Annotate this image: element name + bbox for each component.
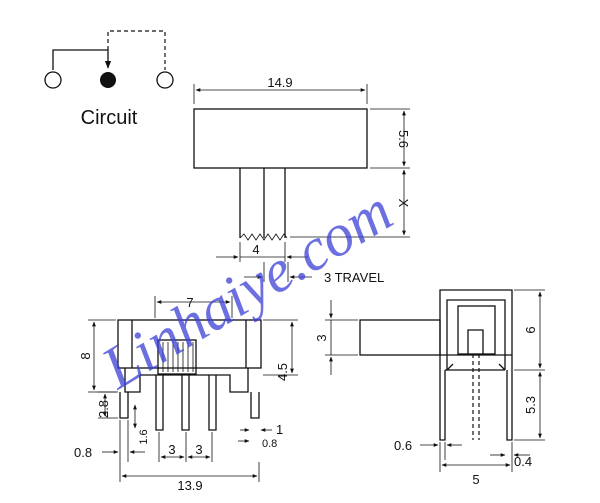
front-body bbox=[117, 319, 262, 369]
circuit-label: Circuit bbox=[81, 107, 138, 129]
dim-front-pitch-a: 3 bbox=[168, 442, 175, 457]
side-view: 3 6 5.3 0.6 5 0.4 bbox=[314, 289, 545, 487]
front-actuator bbox=[157, 339, 197, 375]
circuit-symbol: Circuit bbox=[44, 30, 174, 129]
dim-front-7: 7 bbox=[186, 295, 193, 310]
dim-front-total: 13.9 bbox=[177, 478, 202, 493]
side-center-pin bbox=[472, 354, 480, 440]
dim-side-5-3: 5.3 bbox=[523, 396, 538, 414]
dim-top-width: 14.9 bbox=[267, 75, 292, 90]
circuit-terminal-common bbox=[100, 72, 116, 88]
dim-side-5: 5 bbox=[472, 472, 479, 487]
slider-stem bbox=[239, 168, 286, 238]
front-mount-leg-left bbox=[119, 392, 129, 419]
front-mount-leg-right bbox=[250, 392, 260, 419]
dim-side-0-4: 0.4 bbox=[514, 454, 532, 469]
front-pin-2 bbox=[181, 375, 190, 431]
dim-side-0-6: 0.6 bbox=[394, 438, 412, 453]
dim-front-8: 8 bbox=[78, 352, 93, 359]
side-inner-window bbox=[457, 305, 496, 355]
dim-stem-x: X bbox=[396, 199, 411, 208]
front-pin-3 bbox=[208, 375, 217, 431]
dim-stem-width: 4 bbox=[252, 242, 259, 257]
dim-travel: 3 TRAVEL bbox=[324, 270, 384, 285]
circuit-terminal-left bbox=[44, 71, 62, 89]
stem-break-line bbox=[239, 233, 288, 241]
circuit-terminal-right bbox=[156, 71, 174, 89]
dim-front-4-5: 4.5 bbox=[275, 363, 290, 381]
dim-front-2-8: 2.8 bbox=[96, 400, 111, 418]
switch-body-top bbox=[193, 108, 368, 169]
dim-front-pitch-b: 3 bbox=[195, 442, 202, 457]
dim-front-1: 1 bbox=[276, 422, 283, 437]
side-actuator bbox=[359, 319, 441, 356]
front-pin-1 bbox=[155, 375, 164, 431]
dim-front-0-8-right: 0.8 bbox=[262, 438, 277, 450]
circuit-alt-path bbox=[107, 30, 166, 70]
front-view: 7 8 4.5 2.8 1.6 0.8 3 3 1 0.8 bbox=[74, 295, 298, 493]
dim-top-height: 5.6 bbox=[396, 130, 411, 148]
dim-side-3: 3 bbox=[314, 334, 329, 341]
side-leg-left bbox=[439, 370, 446, 441]
top-view: 14.9 5.6 X 4 3 TRAVEL bbox=[193, 75, 411, 285]
dim-front-1-6: 1.6 bbox=[138, 429, 150, 444]
circuit-switch-lever bbox=[52, 49, 112, 70]
side-leg-right bbox=[506, 370, 513, 441]
dim-side-6: 6 bbox=[523, 326, 538, 333]
dim-front-0-8-left: 0.8 bbox=[74, 445, 92, 460]
